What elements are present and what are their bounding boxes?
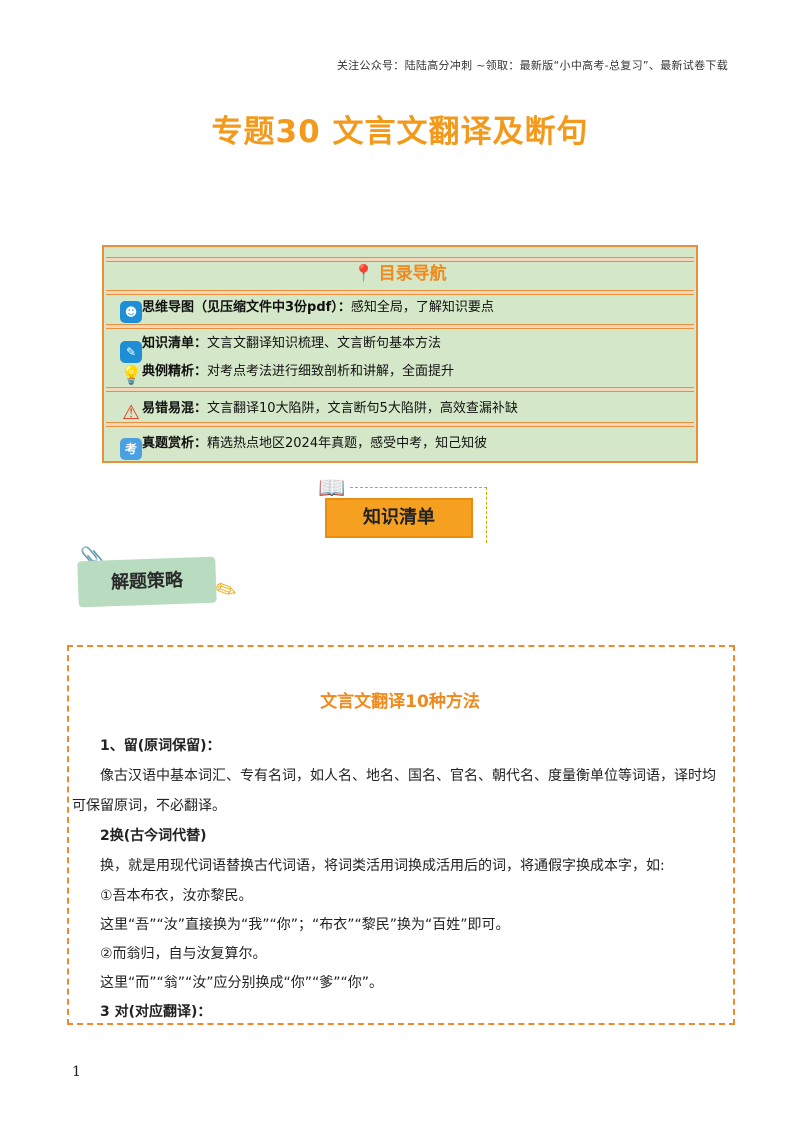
method-heading: 2换(古今词代替) [100,828,207,844]
divider [106,324,694,329]
warning-icon: ⚠ [122,400,140,424]
knowledge-list-tag: 知识清单 [325,498,473,538]
toc-item-pitfalls[interactable]: 易错易混：文言翻译10大陷阱，文言断句5大陷阱，高效查漏补缺 [142,401,518,416]
method-heading: 1、留(原词保留)： [100,738,221,754]
divider [106,257,694,262]
lightbulb-icon: 💡 [120,365,143,386]
pencil-icon: ✎ [120,341,142,363]
body-line: 这里“而”“翁”“汝”应分别换成“你”“爹”“你”。 [100,975,384,991]
content-box [67,645,735,1025]
divider [106,290,694,295]
section-title: 文言文翻译10种方法 [320,692,480,712]
toc-item-real-exams[interactable]: 真题赏析：精选热点地区2024年真题，感受中考，知己知彼 [142,436,488,451]
divider [106,387,694,392]
toc-item-knowledge[interactable]: 知识清单：文言文翻译知识梳理、文言断句基本方法 [142,336,442,351]
book-icon: 📖 [318,476,346,501]
method-heading: 3 对(对应翻译)： [100,1004,212,1020]
page-title: 专题30 文言文翻译及断句 [211,114,589,150]
tag-frame [350,487,487,543]
toc-heading: 📍目录导航 [353,264,447,284]
toc-item-examples[interactable]: 典例精析：对考点考法进行细致剖析和讲解，全面提升 [142,364,455,379]
divider [106,422,694,427]
body-line: ①吾本布衣，汝亦黎民。 [100,888,253,904]
exam-icon: 考 [120,438,142,460]
body-line: 换，就是用现代词语替换古代词语，将词类活用词换成活用后的词，将通假字换成本字，如… [100,858,665,874]
toc-item-mindmap[interactable]: 思维导图（见压缩文件中3份pdf）：感知全局，了解知识要点 [142,300,494,315]
head-icon: ☻ [120,301,142,323]
body-line: 可保留原词，不必翻译。 [72,798,226,814]
location-pin-icon: 📍 [353,264,375,284]
strategy-tag: 解题策略 [77,556,217,608]
header-note: 关注公众号：陆陆高分冲刺 ~领取：最新版“小中高考-总复习”、最新试卷下载 [336,59,728,72]
page-number: 1 [72,1064,81,1080]
body-line: 像古汉语中基本词汇、专有名词，如人名、地名、国名、官名、朝代名、度量衡单位等词语… [100,768,716,784]
body-line: 这里“吾”“汝”直接换为“我”“你”；“布衣”“黎民”换为“百姓”即可。 [100,917,510,933]
table-of-contents: 📍目录导航 ☻ 思维导图（见压缩文件中3份pdf）：感知全局，了解知识要点 ✎ … [102,245,698,463]
body-line: ②而翁归，自与汝复算尔。 [100,946,267,962]
